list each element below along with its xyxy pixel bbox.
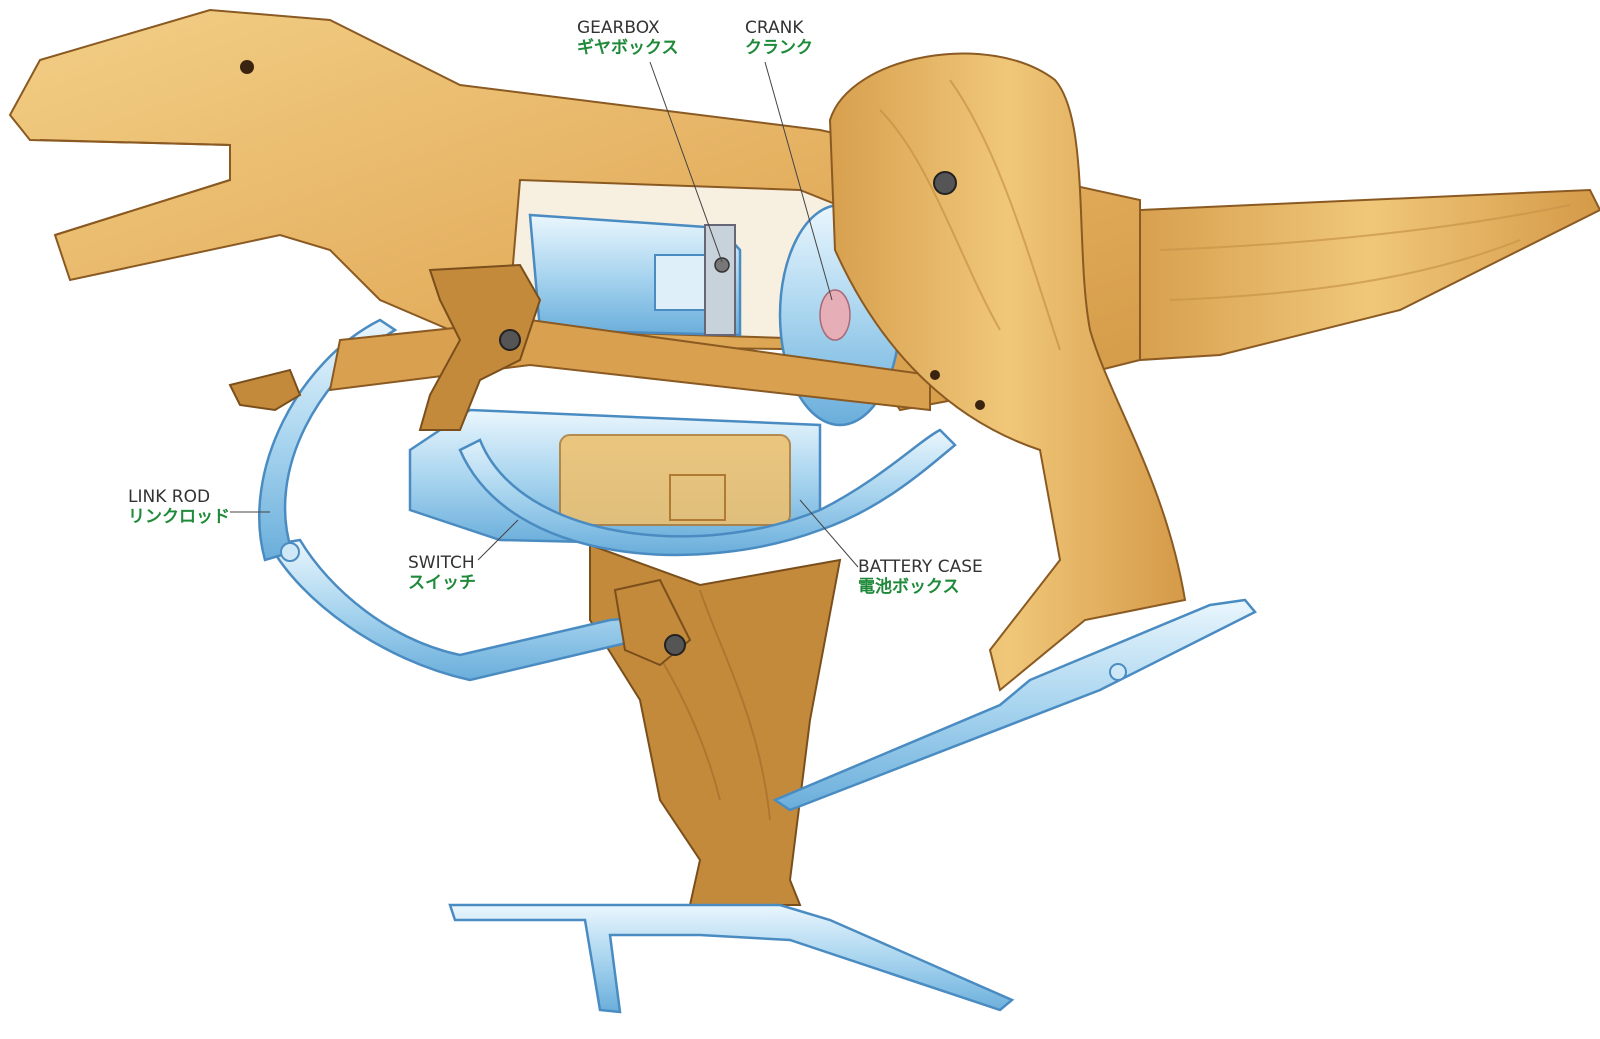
switch-leader [477,519,519,561]
front-foot [772,598,1257,812]
crank-label-en: CRANK [745,18,804,38]
gearbox-leader [649,61,723,263]
rear-foot [448,903,1015,1014]
switch-bracket [418,263,542,431]
link-rod-label-jp: リンクロッド [128,507,230,528]
gearbox-callout: GEARBOX ギヤボックス [577,18,679,59]
crank-label-jp: クランク [745,38,813,59]
switch-label-jp: スイッチ [408,573,476,594]
mouth-cutout [39,139,231,236]
tail [1139,188,1600,362]
gearbox-label-jp: ギヤボックス [577,38,679,59]
crank-callout: CRANK クランク [745,18,813,59]
gearbox-label-en: GEARBOX [577,18,660,38]
crank-leader [764,61,833,301]
battery-case-label-jp: 電池ボックス [858,577,960,598]
belly-ring [458,428,957,557]
eye-hole [240,60,254,74]
link-rod-arc [258,318,398,562]
link-rod-callout: LINK ROD リンクロッド [128,487,230,528]
battery-case-callout: BATTERY CASE 電池ボックス [858,557,983,598]
link-pivot [228,368,302,412]
battery-case-label-en: BATTERY CASE [858,557,983,577]
battery-case-leader [799,499,859,568]
front-leg [828,52,1187,692]
link-rod-label-en: LINK ROD [128,487,211,507]
switch-label-en: SWITCH [408,553,475,573]
switch-callout: SWITCH スイッチ [408,553,476,594]
